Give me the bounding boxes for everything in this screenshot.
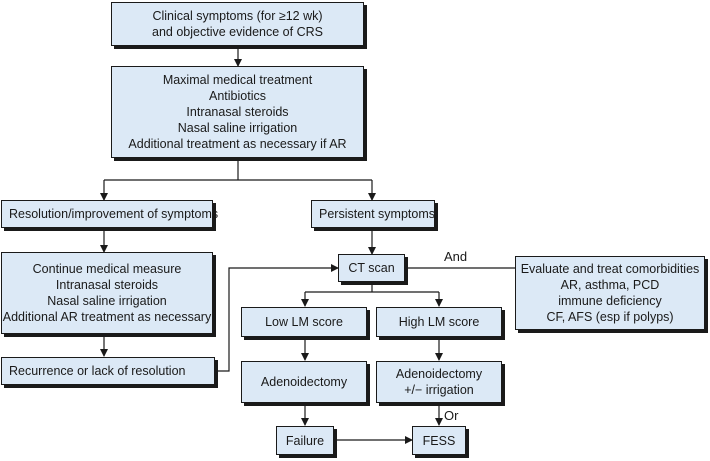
persistent-label: Persistent symptoms	[319, 207, 436, 221]
high-lm-label: High LM score	[398, 315, 480, 329]
recurrence-box: Recurrence or lack of resolution	[1, 357, 215, 385]
fess-box: FESS	[412, 426, 466, 455]
continue-line-2: Intranasal steroids	[55, 278, 159, 292]
continue-line-4: Additional AR treatment as necessary	[2, 310, 212, 324]
continue-line-1: Continue medical measure	[32, 262, 182, 276]
comorbidities-line-3: immune deficiency	[558, 294, 662, 308]
failure-label: Failure	[285, 433, 325, 448]
fess-label: FESS	[422, 433, 456, 448]
comorbidities-box: Evaluate and treat comorbidities AR, ast…	[515, 256, 705, 330]
maximal-medical-treatment-box: Maximal medical treatment Antibiotics In…	[111, 66, 364, 158]
low-lm-label: Low LM score	[265, 315, 343, 329]
comorbidities-line-1: Evaluate and treat comorbidities	[520, 262, 700, 276]
adenoidectomy-label: Adenoidectomy	[260, 375, 348, 389]
adenoidectomy-irrigation-line2: +/− irrigation	[404, 383, 474, 397]
medical-line-4: Nasal saline irrigation	[177, 121, 298, 135]
comorbidities-line-2: AR, asthma, PCD	[560, 278, 660, 292]
connector-recurrence-ct	[215, 264, 339, 372]
low-lm-score-box: Low LM score	[241, 307, 367, 337]
ct-scan-box: CT scan	[338, 254, 405, 282]
and-label: And	[444, 249, 468, 264]
adenoidectomy-irrigation-box: Adenoidectomy +/− irrigation	[376, 361, 502, 403]
resolution-label: Resolution/improvement of symptoms	[9, 207, 219, 221]
comorbidities-line-4: CF, AFS (esp if polyps)	[546, 310, 674, 324]
adenoidectomy-irrigation-line1: Adenoidectomy	[395, 367, 483, 381]
ct-scan-label: CT scan	[348, 261, 395, 275]
continue-line-3: Nasal saline irrigation	[47, 294, 167, 308]
medical-line-3: Intranasal steroids	[186, 105, 289, 119]
or-label: Or	[444, 408, 459, 423]
continue-medical-box: Continue medical measure Intranasal ster…	[1, 252, 213, 334]
recurrence-label: Recurrence or lack of resolution	[9, 364, 186, 378]
medical-line-1: Maximal medical treatment	[162, 73, 313, 87]
persistent-symptoms-box: Persistent symptoms	[311, 200, 435, 228]
resolution-box: Resolution/improvement of symptoms	[1, 200, 218, 228]
start-line1: Clinical symptoms (for ≥12 wk)	[152, 9, 323, 23]
medical-line-5: Additional treatment as necessary if AR	[128, 137, 347, 151]
adenoidectomy-box: Adenoidectomy	[241, 361, 367, 403]
high-lm-score-box: High LM score	[376, 307, 502, 337]
start-box: Clinical symptoms (for ≥12 wk) and objec…	[111, 2, 364, 46]
medical-line-2: Antibiotics	[209, 89, 266, 103]
failure-box: Failure	[276, 426, 334, 455]
start-line2: and objective evidence of CRS	[152, 25, 323, 39]
